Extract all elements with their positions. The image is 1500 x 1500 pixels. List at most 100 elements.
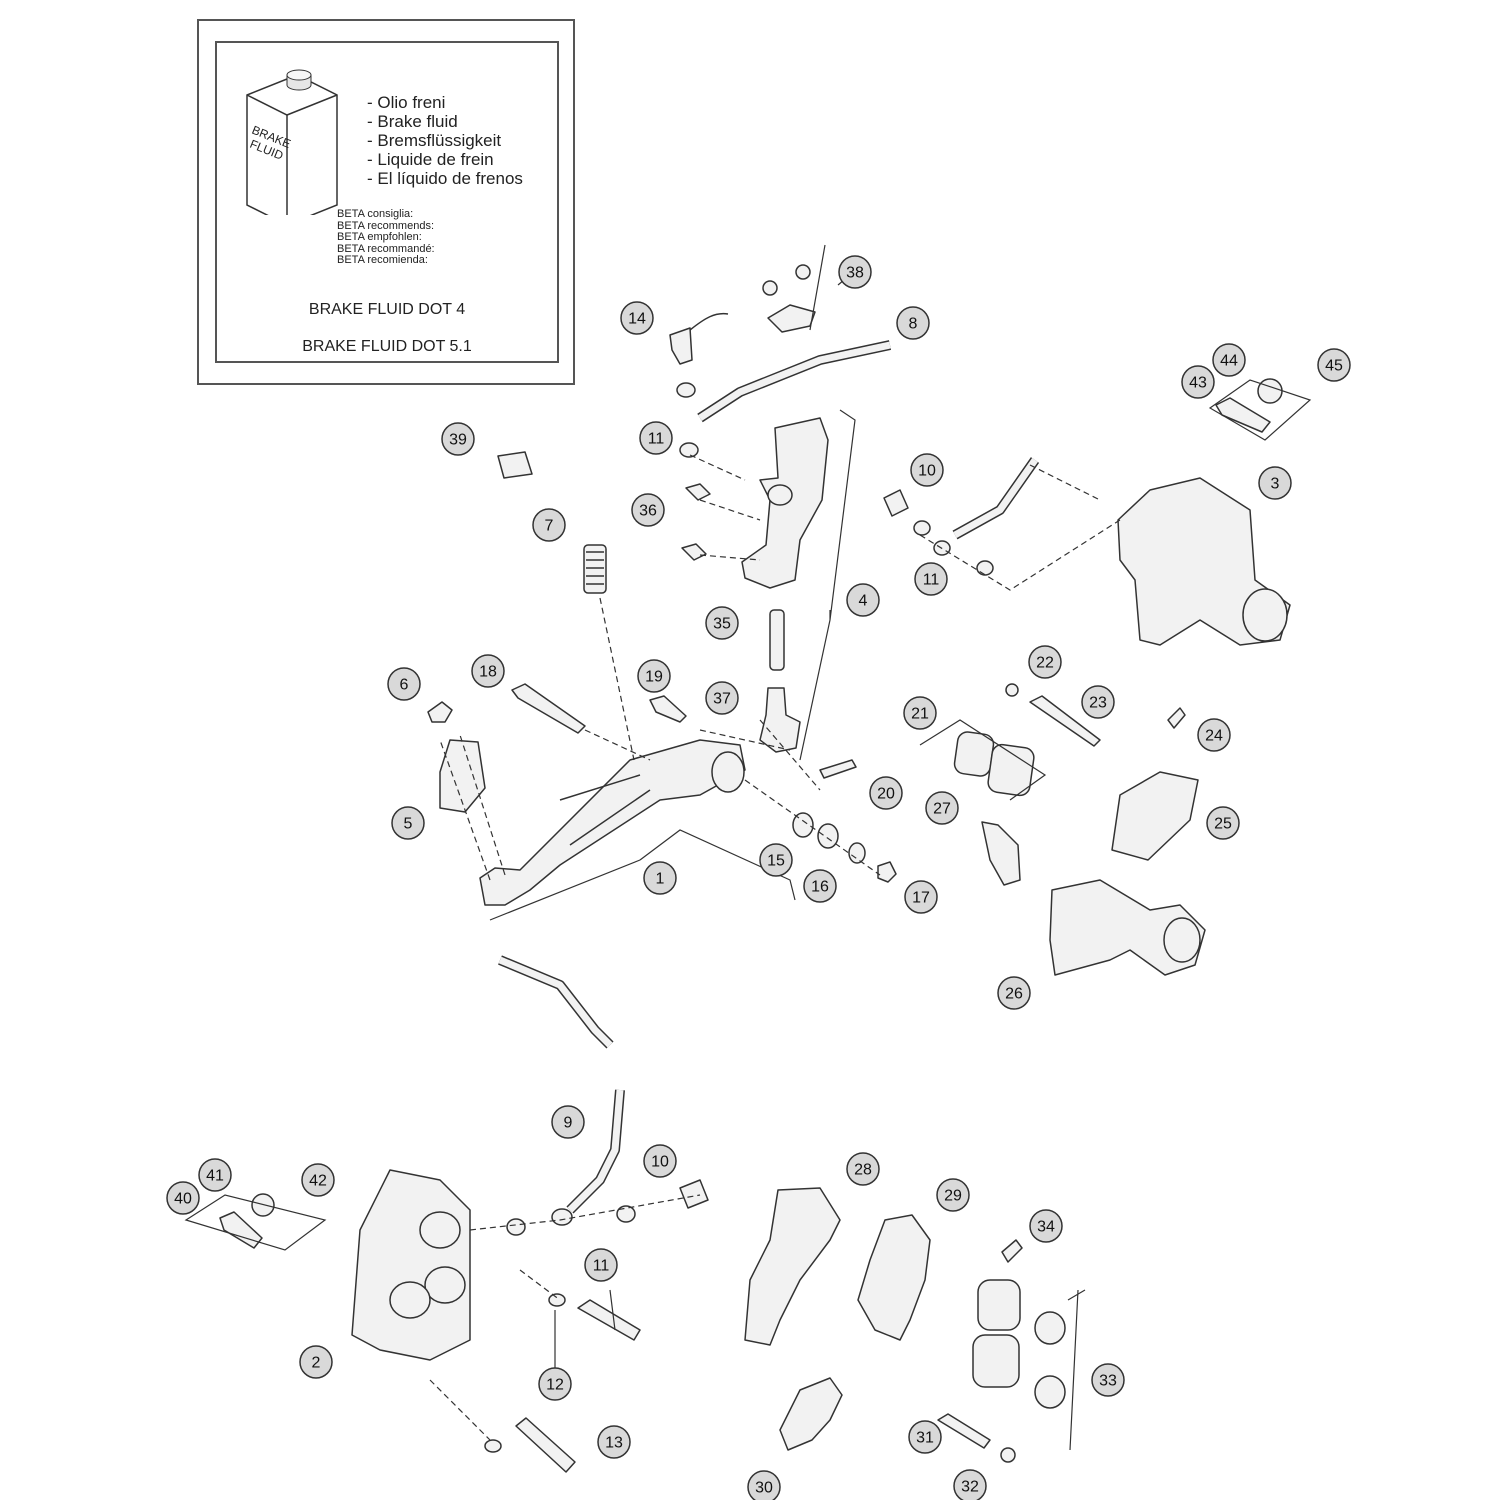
callout-34-bubble: [1029, 1209, 1063, 1243]
callout-45-bubble: [1317, 348, 1351, 382]
callout-36-label: 36: [639, 503, 657, 520]
callout-40-label: 40: [174, 1191, 192, 1208]
nut-17-part: [877, 861, 897, 883]
pads-25-part: [1111, 771, 1199, 861]
callout-20-label: 20: [877, 786, 895, 803]
callout-21-label: 21: [911, 706, 929, 723]
recommend-it: BETA consiglia:: [337, 208, 414, 220]
spring-7-part: [583, 544, 607, 594]
callout-10-label: 10: [918, 463, 936, 480]
callout-24-label: 24: [1205, 728, 1223, 745]
callout-23-bubble: [1081, 685, 1115, 719]
recommend-fr: BETA recommandé:: [337, 242, 435, 255]
bleeder-34-part: [1001, 1239, 1023, 1263]
callout-5-bubble: [391, 806, 425, 840]
pin-23-part: [1029, 695, 1101, 747]
fluid-dot51: BRAKE FLUID DOT 5.1: [302, 338, 472, 355]
fluid-name-de: - Bremsflüssigkeit: [367, 131, 502, 150]
bolt-36b-part: [681, 543, 707, 561]
callout-10-bubble: [910, 453, 944, 487]
callout-38-label: 38: [846, 265, 864, 282]
callout-11-bubble: [914, 562, 948, 596]
pads-29-part: [857, 1214, 931, 1341]
bolt-43-part: [1215, 397, 1271, 433]
brake-pedal-part: [479, 739, 746, 906]
callout-26-label: 26: [1005, 986, 1023, 1003]
callout-12-label: 12: [546, 1377, 564, 1394]
callout-40-bubble: [166, 1181, 200, 1215]
bleeder-10-front-part: [679, 1179, 709, 1209]
brake-fluid-panel: BRAKE FLUID - Olio freni - Brake fluid -…: [197, 19, 575, 385]
callout-41-label: 41: [206, 1168, 224, 1185]
callout-4-label: 4: [859, 593, 868, 610]
callout-22-label: 22: [1036, 655, 1054, 672]
callout-8-label: 8: [909, 316, 918, 333]
callout-24-bubble: [1197, 718, 1231, 752]
recommend-es: BETA recomienda:: [337, 254, 428, 266]
callout-11-label: 11: [923, 572, 940, 589]
seal-33a-part: [1034, 1311, 1066, 1345]
bearing-15b-part: [817, 823, 839, 849]
piston-21b-part: [987, 743, 1035, 797]
callout-20-bubble: [869, 776, 903, 810]
bearing-15a-part: [792, 812, 814, 838]
shim-27-part: [981, 821, 1021, 886]
callout-39-bubble: [441, 422, 475, 456]
callout-9-label: 9: [564, 1115, 573, 1132]
callout-5-label: 5: [404, 816, 413, 833]
bolt-36a-part: [685, 483, 711, 501]
callout-16-label: 16: [811, 879, 829, 896]
callout-39-label: 39: [449, 432, 467, 449]
callout-44-bubble: [1212, 343, 1246, 377]
plug-32-part: [1000, 1447, 1016, 1463]
fluid-dot4: BRAKE FLUID DOT 4: [308, 301, 466, 318]
callout-18-label: 18: [479, 664, 497, 681]
callout-2-bubble: [299, 1345, 333, 1379]
recommend-list: BETA consiglia: BETA recommends: BETA em…: [337, 208, 435, 267]
washer-16-part: [848, 842, 866, 864]
callout-33-bubble: [1091, 1363, 1125, 1397]
callout-1-bubble: [643, 861, 677, 895]
callout-4-bubble: [846, 583, 880, 617]
pin-19-part: [649, 695, 687, 723]
callout-13-bubble: [597, 1425, 631, 1459]
fluid-name-fr: - Liquide de frein: [367, 150, 494, 169]
callout-41-bubble: [198, 1158, 232, 1192]
callout-32-bubble: [953, 1469, 987, 1500]
pin-31-part: [937, 1413, 991, 1449]
callout-3-label: 3: [1271, 476, 1280, 493]
callout-23-label: 23: [1089, 695, 1107, 712]
bleeder-24-part: [1167, 707, 1186, 729]
callout-11-bubble: [584, 1248, 618, 1282]
recommend-de: BETA empfohlen:: [337, 231, 422, 243]
callout-11-label: 11: [593, 1258, 610, 1275]
callout-30-bubble: [747, 1470, 781, 1500]
callout-12-bubble: [538, 1367, 572, 1401]
callout-1-label: 1: [656, 871, 665, 888]
banjo-14-part: [669, 327, 693, 365]
callout-42-bubble: [301, 1163, 335, 1197]
callout-33-label: 33: [1099, 1373, 1117, 1390]
callout-29-bubble: [936, 1178, 970, 1212]
callout-15-bubble: [759, 843, 793, 877]
callout-28-label: 28: [854, 1162, 872, 1179]
callout-32-label: 32: [961, 1479, 979, 1496]
callout-43-bubble: [1181, 365, 1215, 399]
bolt-13b-part: [515, 1417, 576, 1473]
callout-7-bubble: [532, 508, 566, 542]
bleeder-10-rear-part: [883, 489, 909, 517]
callout-28-bubble: [846, 1152, 880, 1186]
pushrod-35-part: [769, 609, 785, 671]
callout-34-label: 34: [1037, 1219, 1055, 1236]
piston-33b-part: [972, 1334, 1020, 1388]
callout-37-label: 37: [713, 691, 731, 708]
callout-27-bubble: [925, 791, 959, 825]
callout-6-bubble: [387, 667, 421, 701]
seal-33b-part: [1034, 1375, 1066, 1409]
bolt-6-part: [427, 701, 453, 723]
callout-18-bubble: [471, 654, 505, 688]
callout-9-bubble: [551, 1105, 585, 1139]
fluid-can-icon: BRAKE FLUID: [246, 69, 338, 215]
callout-16-bubble: [803, 869, 837, 903]
callout-35-bubble: [705, 606, 739, 640]
